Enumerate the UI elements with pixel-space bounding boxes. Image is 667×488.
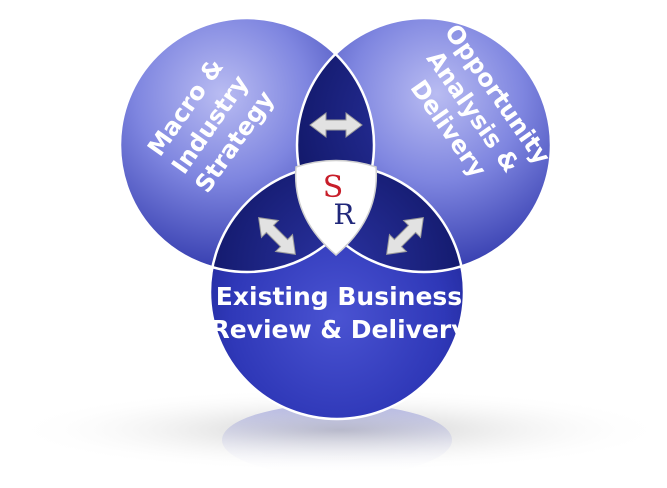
label-bottom-line1: Existing Business: [216, 282, 462, 311]
label-bottom-line2: Review & Delivery: [210, 315, 467, 344]
overlap-right-bottom: [297, 165, 464, 272]
double-arrow-horizontal-icon: [309, 112, 363, 138]
logo-letter-r: R: [333, 198, 355, 231]
shield-logo-icon: S R: [294, 159, 378, 256]
logo-letter-s: S: [323, 170, 344, 205]
circle-reflection: [222, 404, 452, 476]
double-arrow-diagonal-icon: [386, 217, 424, 255]
label-existing-business-review: Existing Business Review & Delivery: [210, 282, 467, 344]
double-arrow-diagonal-icon: [258, 217, 296, 255]
